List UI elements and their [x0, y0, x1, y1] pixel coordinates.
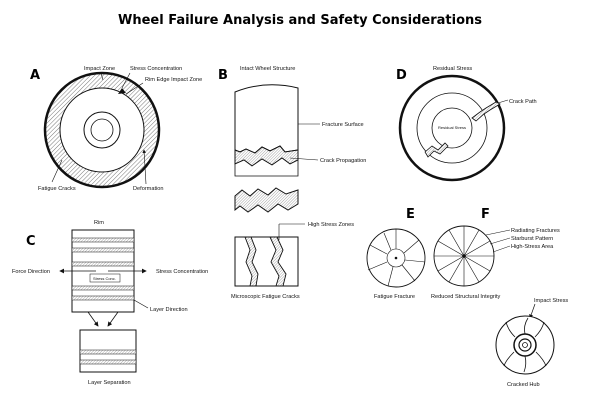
label-force-direction: Force Direction — [12, 269, 50, 275]
crack-propagation-lower — [234, 157, 299, 177]
label-microscopic-fatigue-cracks: Microscopic Fatigue Cracks — [231, 294, 300, 300]
label-fatigue-cracks: Fatigue Cracks — [38, 186, 76, 192]
panel-a: A Impact Zone Stress Concentration Rim E… — [30, 66, 202, 192]
label-starburst-pattern: Starburst Pattern — [511, 236, 553, 242]
label-reduced-structural-integrity: Reduced Structural Integrity — [431, 294, 501, 300]
label-rim-edge-impact-zone: Rim Edge Impact Zone — [145, 77, 202, 83]
panel-e: E Fatigue Fracture — [366, 207, 426, 300]
panel-c-letter: C — [26, 234, 36, 249]
label-inner-stress: Stress Conc. — [93, 276, 116, 281]
crack-path-pointer — [497, 99, 509, 104]
layer-direction-pointer — [133, 299, 149, 309]
label-fatigue-fracture: Fatigue Fracture — [374, 294, 415, 300]
label-layer-direction: Layer Direction — [150, 307, 188, 313]
label-stress-concentration-c: Stress Concentration — [156, 269, 208, 275]
separated-layer-1 — [79, 349, 137, 355]
panel-c: C Rim Stress Conc. Force Direction Stres… — [12, 220, 208, 386]
rim-layer-4 — [71, 285, 135, 291]
separation-arrow-right — [107, 311, 119, 327]
label-crack-path: Crack Path — [509, 99, 537, 105]
e-fracture-lines — [367, 229, 426, 287]
stress-concentration-mark — [118, 88, 126, 94]
rim-layer-3 — [71, 261, 135, 267]
label-deformation: Deformation — [133, 186, 163, 192]
label-stress-concentration-a: Stress Concentration — [130, 66, 182, 72]
rim-layer-1 — [71, 237, 135, 243]
deformation-pointer — [142, 149, 147, 185]
panel-d: D Residual Stress Residual Stress Crack … — [396, 66, 537, 182]
rim-layer-2 — [71, 247, 135, 253]
crack-path-upper — [471, 101, 501, 122]
label-cracked-hub: Cracked Hub — [507, 382, 540, 388]
label-impact-zone: Impact Zone — [84, 66, 115, 72]
label-impact-stress: Impact Stress — [534, 298, 568, 304]
crack-propagation-pointer — [289, 157, 319, 161]
stress-concentration-pointer — [121, 72, 131, 89]
fragment-block — [234, 187, 299, 213]
label-intact-wheel-structure: Intact Wheel Structure — [240, 66, 295, 72]
separated-layer-2 — [79, 359, 137, 365]
panel-a-letter: A — [30, 68, 40, 83]
f-starburst-lines — [434, 226, 494, 286]
panel-f: F Radiating Fractures Starburst Pattern … — [431, 207, 560, 300]
e-center — [394, 256, 398, 260]
panel-b-letter: B — [218, 68, 228, 83]
panel-f-letter: F — [481, 207, 490, 222]
label-residual-stress-top: Residual Stress — [433, 66, 472, 72]
impact-zone-pointer — [100, 72, 104, 81]
panel-cracked-hub: Impact Stress Cracked Hub — [495, 298, 568, 388]
label-high-stress-zones: High Stress Zones — [308, 222, 354, 228]
impact-stress-arrow — [529, 303, 536, 319]
crack-path-lower — [424, 142, 449, 158]
figure-title: Wheel Failure Analysis and Safety Consid… — [118, 13, 482, 28]
label-crack-propagation: Crack Propagation — [320, 158, 366, 164]
panel-e-letter: E — [406, 207, 415, 222]
separation-arrow-left — [87, 311, 99, 327]
d-inner-ring — [431, 107, 473, 149]
rim-inner-band — [89, 273, 121, 283]
wheel-hub-bore — [90, 118, 114, 142]
hub-core — [522, 342, 528, 348]
panel-b: B Intact Wheel Structure Fracture Surfac… — [218, 66, 366, 300]
microscopic-block — [234, 236, 299, 287]
starburst-pointer — [489, 237, 511, 245]
intact-structure-block — [234, 84, 299, 154]
rim-edge-pointer — [125, 82, 144, 95]
label-residual-stress-inner: Residual Stress — [438, 125, 466, 130]
high-stress-area-pointer — [492, 245, 511, 253]
label-rim: Rim — [94, 220, 104, 226]
label-radiating-fractures: Radiating Fractures — [511, 228, 560, 234]
rim-layer-5 — [71, 295, 135, 301]
label-fracture-surface: Fracture Surface — [322, 122, 364, 128]
label-layer-separation: Layer Separation — [88, 380, 131, 386]
fatigue-cracks-pointer — [51, 159, 63, 183]
radiating-pointer — [485, 229, 511, 236]
micro-crack-left — [244, 236, 259, 287]
micro-crack-right — [269, 236, 287, 287]
panel-d-letter: D — [396, 68, 407, 83]
label-high-stress-area: High-Stress Area — [511, 244, 554, 250]
hub-crack-lines — [503, 317, 547, 373]
